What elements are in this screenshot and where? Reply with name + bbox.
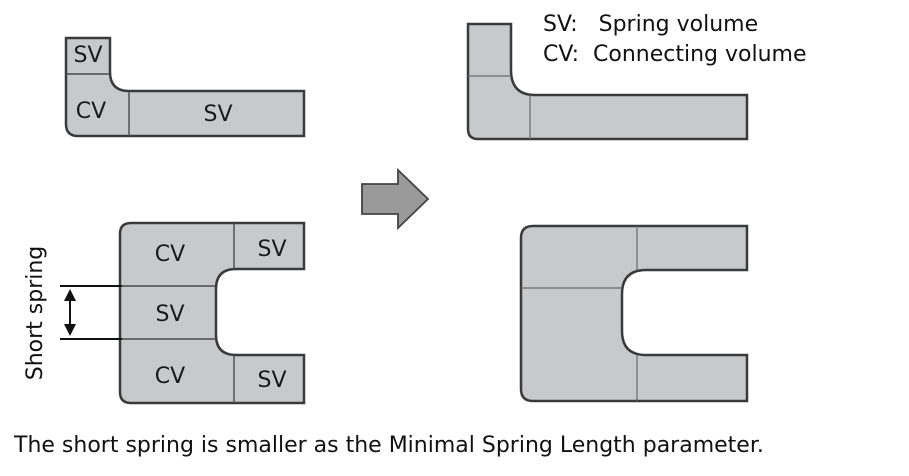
bottom-left-u-shape: CV SV SV CV SV bbox=[118, 221, 306, 405]
top-left-cv-label: CV bbox=[76, 99, 106, 124]
transform-arrow-icon bbox=[361, 167, 430, 231]
legend: SV: Spring volume CV: Connecting volume bbox=[543, 12, 807, 67]
arrow-up-icon bbox=[64, 289, 76, 301]
arrow-down-icon bbox=[64, 324, 76, 336]
bottom-left-sv-bottom-label: SV bbox=[257, 368, 286, 393]
bottom-right-u-shape bbox=[519, 224, 749, 403]
bottom-left-sv-top-label: SV bbox=[257, 237, 286, 262]
top-left-l-shape: SV CV SV bbox=[64, 36, 306, 138]
legend-cv: CV: Connecting volume bbox=[543, 42, 807, 67]
bottom-left-cv-bottom-label: CV bbox=[155, 364, 185, 389]
top-right-l-shape bbox=[466, 22, 749, 141]
bottom-left-sv-middle-label: SV bbox=[155, 302, 184, 327]
bottom-left-u-outline bbox=[118, 221, 306, 405]
top-right-l-outline bbox=[466, 22, 749, 141]
top-left-l-outline bbox=[64, 36, 306, 138]
short-spring-label: Short spring bbox=[23, 246, 48, 381]
bottom-left-cv-top-label: CV bbox=[155, 242, 185, 267]
figure-caption: The short spring is smaller as the Minim… bbox=[13, 433, 764, 458]
legend-sv: SV: Spring volume bbox=[543, 12, 758, 37]
short-spring-dimension: Short spring bbox=[23, 246, 122, 381]
top-left-sv-horizontal-label: SV bbox=[203, 102, 232, 127]
bottom-right-u-outline bbox=[519, 224, 749, 403]
top-left-sv-vertical-label: SV bbox=[73, 43, 102, 68]
